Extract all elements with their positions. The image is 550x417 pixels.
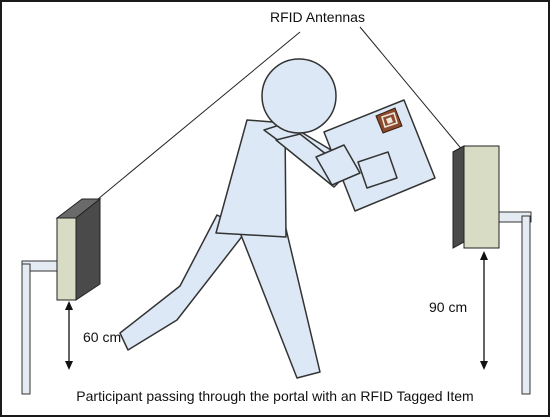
- right-height-arrow: [480, 251, 488, 370]
- left-height-label: 60 cm: [83, 329, 122, 345]
- rfid-tag-icon: [375, 107, 403, 134]
- left-height-arrow: [65, 301, 73, 370]
- right-antenna-stand: [494, 211, 532, 395]
- diagram-caption: Participant passing through the portal w…: [76, 388, 474, 404]
- right-antenna: [452, 145, 500, 249]
- tagged-package: [315, 99, 436, 212]
- leader-line-right: [359, 26, 465, 153]
- rfid-antennas-label: RFID Antennas: [270, 9, 365, 25]
- right-height-label: 90 cm: [429, 299, 468, 315]
- participant-figure: [119, 58, 350, 379]
- left-antenna: [55, 197, 102, 301]
- leader-line-left: [91, 31, 301, 205]
- left-antenna-stand: [21, 260, 65, 395]
